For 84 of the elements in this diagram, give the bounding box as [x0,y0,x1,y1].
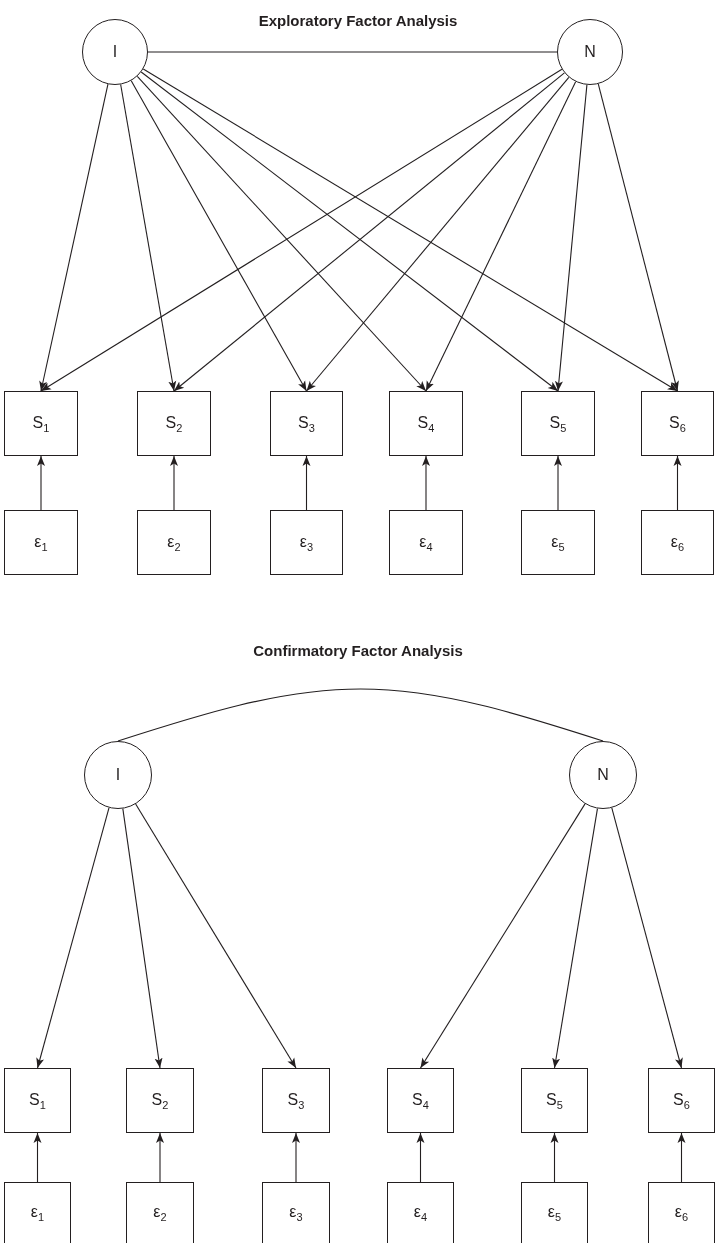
node-label: ε$_{6}$ [670,532,685,553]
observed-variable-box [4,1068,71,1133]
arrow [33,1132,42,1183]
error-term-box [389,510,463,575]
node-label: ε$_{3}$ [299,532,314,553]
error-term-box [521,510,595,575]
arrow [611,807,683,1069]
arrow [673,455,682,511]
error-term-box [137,510,211,575]
node-label: ε$_{2}$ [153,1203,167,1223]
arrow [37,455,45,511]
node-label: ε$_{1}$ [30,1203,45,1223]
observed-variable-box [648,1068,715,1133]
arrow [40,68,563,392]
arrow [425,81,577,392]
node-label: ε$_{1}$ [34,532,48,553]
observed-variable-box [389,391,463,456]
arrow [142,68,679,392]
arrow [554,84,588,392]
node-label: S$_{6}$ [673,1090,690,1111]
node-label: S$_{3}$ [287,1090,305,1111]
arrow [422,455,430,511]
connector-line [147,51,558,53]
node-label: S$_{5}$ [549,413,567,434]
arrow [419,803,586,1069]
error-term-box [641,510,714,575]
node-label: ε$_{4}$ [413,1203,428,1223]
diagram-title: Exploratory Factor Analysis [258,12,458,29]
observed-variable-box [4,391,78,456]
arrow [120,83,177,392]
error-term-box [648,1182,715,1243]
observed-variable-box [137,391,211,456]
arrow [39,83,109,392]
node-label: S$_{5}$ [546,1090,563,1111]
arrow [552,808,598,1069]
node-label: S$_{6}$ [669,413,686,434]
observed-variable-box [270,391,343,456]
error-term-box [4,1182,71,1243]
observed-variable-box [521,391,595,456]
node-label: S$_{4}$ [417,413,435,434]
node-label: S$_{1}$ [32,413,50,434]
arrow [292,1132,300,1183]
node-label: S$_{4}$ [412,1090,429,1111]
node-label: N [597,766,609,784]
section-title: Confirmatory Factor Analysis [253,642,463,659]
error-term-box [521,1182,588,1243]
arrow [156,1132,164,1183]
arrow [597,83,679,392]
node-label: ε$_{6}$ [674,1203,689,1223]
arrow [677,1132,686,1183]
node-label: N [584,43,596,61]
observed-variable-box [521,1068,588,1133]
correlation-arc [117,688,604,742]
arrow [305,76,570,392]
node-label: ε$_{5}$ [551,532,565,553]
node-label: S$_{2}$ [151,1090,169,1111]
arrow [170,455,178,511]
error-term-box [4,510,78,575]
error-term-box [126,1182,194,1243]
arrow [136,75,427,392]
error-term-box [270,510,343,575]
node-label: S$_{3}$ [298,413,315,434]
observed-variable-box [126,1068,194,1133]
node-label: ε$_{3}$ [289,1203,303,1223]
error-term-box [262,1182,330,1243]
arrow [122,808,163,1069]
arrow [416,1132,425,1183]
node-label: S$_{2}$ [165,413,183,434]
observed-variable-box [262,1068,330,1133]
arrow [554,455,562,511]
arrow [135,803,297,1069]
node-label: S$_{1}$ [29,1090,46,1111]
observed-variable-box [387,1068,454,1133]
error-term-box [387,1182,454,1243]
node-label: ε$_{5}$ [547,1203,562,1223]
node-label: I [112,43,118,61]
arrow [130,80,308,392]
arrow [550,1132,559,1183]
arrow [302,455,311,511]
arrow [36,807,110,1069]
node-label: I [115,766,121,784]
node-label: ε$_{2}$ [167,532,181,553]
observed-variable-box [641,391,714,456]
node-label: ε$_{4}$ [419,532,433,553]
